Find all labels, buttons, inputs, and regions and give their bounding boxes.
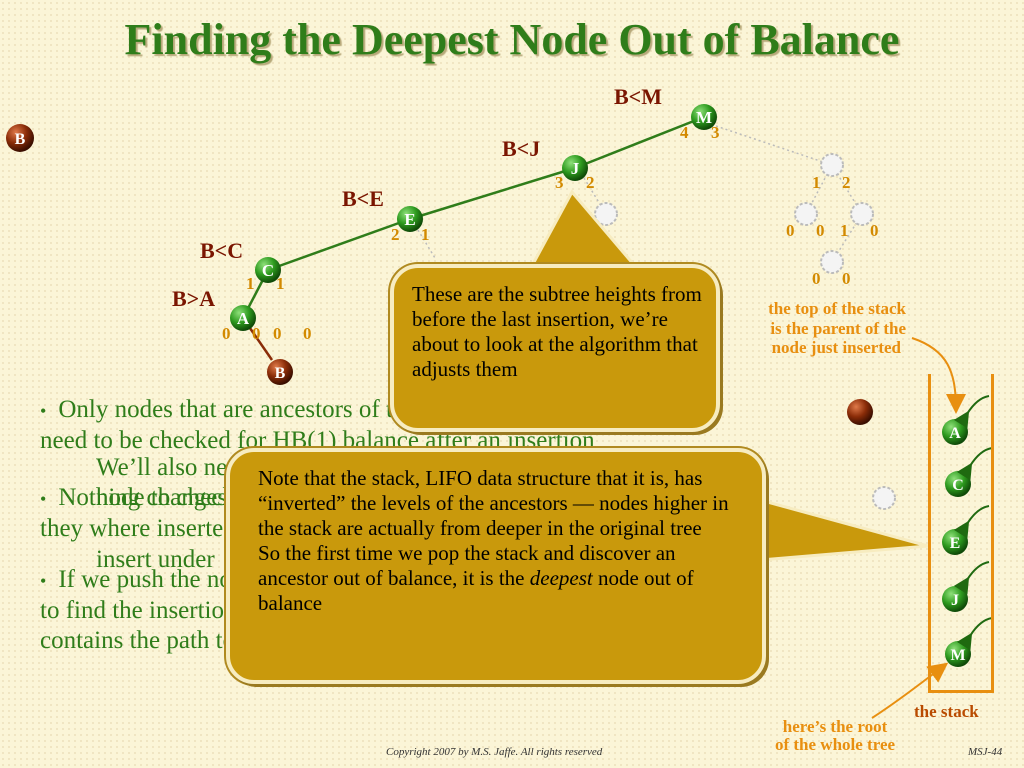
comparison-label: B>A — [172, 286, 215, 311]
callout-tail — [758, 498, 929, 562]
node-B-inserted: B — [267, 359, 293, 385]
sub-bullet-2: insert under — [96, 545, 215, 575]
height-label-right: 1 — [276, 274, 285, 293]
empty-node — [820, 153, 844, 177]
stack-item-A: A — [942, 395, 990, 445]
stack-item-label: C — [952, 477, 964, 494]
bullet-inserted-node — [847, 399, 873, 425]
height-label-right: 0 — [252, 324, 261, 343]
stack-item-C: C — [945, 447, 993, 497]
node-label: C — [262, 261, 274, 280]
height-label: 0 — [842, 269, 851, 288]
empty-node — [794, 202, 818, 226]
height-label: 1 — [840, 221, 849, 240]
bullet-text: they where inserted — [40, 515, 236, 542]
stack-note-line: node just inserted — [772, 338, 902, 357]
node-E: E — [397, 206, 423, 232]
node-label: J — [571, 159, 580, 178]
empty-node — [850, 202, 874, 226]
node-label: B — [275, 365, 286, 382]
node-C: C — [255, 257, 281, 283]
height-label: 0 — [812, 269, 821, 288]
height-label: 0 — [816, 221, 825, 240]
height-label-left: 3 — [555, 173, 564, 192]
callout-text-2: So the first time we pop the stack and d… — [258, 541, 748, 616]
copyright: Copyright 2007 by M.S. Jaffe. All rights… — [386, 746, 603, 758]
height-label: 0 — [870, 221, 879, 240]
node-B-stray: B — [6, 124, 34, 152]
stack-item-J: J — [942, 561, 990, 612]
callout-text: These are the subtree heights from befor… — [412, 282, 702, 381]
callout-text: So the first time we pop the stack and d… — [258, 541, 676, 590]
callout-stack-inversion: Note that the stack, LIFO data structure… — [226, 448, 766, 684]
height-label-right: 3 — [711, 123, 720, 142]
height-label: 2 — [842, 173, 851, 192]
callout-subtree-heights: These are the subtree heights from befor… — [390, 264, 720, 432]
note-arrow — [911, 337, 966, 414]
dotted-edges — [417, 125, 863, 263]
height-label: 0 — [273, 324, 282, 343]
empty-node — [820, 250, 844, 274]
stack-item-label: J — [951, 592, 959, 609]
node-M: M — [691, 104, 717, 130]
height-label-left: 2 — [391, 225, 400, 244]
comparison-label: B<M — [614, 84, 662, 109]
comparison-label: B<C — [200, 238, 243, 263]
node-J: J — [562, 155, 588, 181]
stack-note-line: the top of the stack — [768, 299, 906, 318]
empty-node — [594, 202, 618, 226]
slide-id: MSJ-44 — [968, 746, 1003, 758]
height-label: 0 — [786, 221, 795, 240]
node-label: A — [237, 309, 250, 328]
node-A: A — [230, 305, 256, 331]
height-label-left: 4 — [680, 123, 689, 142]
bullet-text: insert under — [96, 546, 215, 573]
bullet-empty-node — [872, 486, 896, 510]
height-label-left: 1 — [246, 274, 255, 293]
stack-item-M: M — [945, 617, 993, 667]
root-arrow — [871, 662, 949, 719]
height-label: 1 — [812, 173, 821, 192]
stack-note-line: is the parent of the — [770, 319, 906, 338]
height-label-right: 2 — [586, 173, 595, 192]
node-label: M — [696, 108, 712, 127]
height-label-right: 1 — [421, 225, 430, 244]
stack-item-E: E — [942, 505, 990, 555]
root-note: here’s the root of the whole tree — [740, 718, 930, 754]
callout-emphasis: deepest — [529, 566, 593, 590]
comparison-label: B<E — [342, 186, 384, 211]
stack-item-label: M — [950, 647, 965, 664]
callout-text: node out of balance — [258, 566, 694, 615]
node-label: E — [404, 210, 415, 229]
callout-text: Note that the stack, LIFO data structure… — [258, 466, 729, 540]
stack-container — [928, 374, 994, 693]
height-label: 0 — [303, 324, 312, 343]
height-label-left: 0 — [222, 324, 231, 343]
root-note-line: of the whole tree — [774, 735, 896, 754]
empty-nodes — [594, 153, 874, 274]
comparison-label: B<J — [502, 136, 540, 161]
stack-item-label: E — [950, 535, 961, 552]
root-note-line: here’s the root — [782, 717, 888, 736]
node-label: B — [15, 131, 26, 148]
stack-item-label: A — [949, 425, 961, 442]
stack-label: the stack — [914, 702, 979, 721]
slide-title: Finding the Deepest Node Out of Balance — [124, 15, 900, 64]
